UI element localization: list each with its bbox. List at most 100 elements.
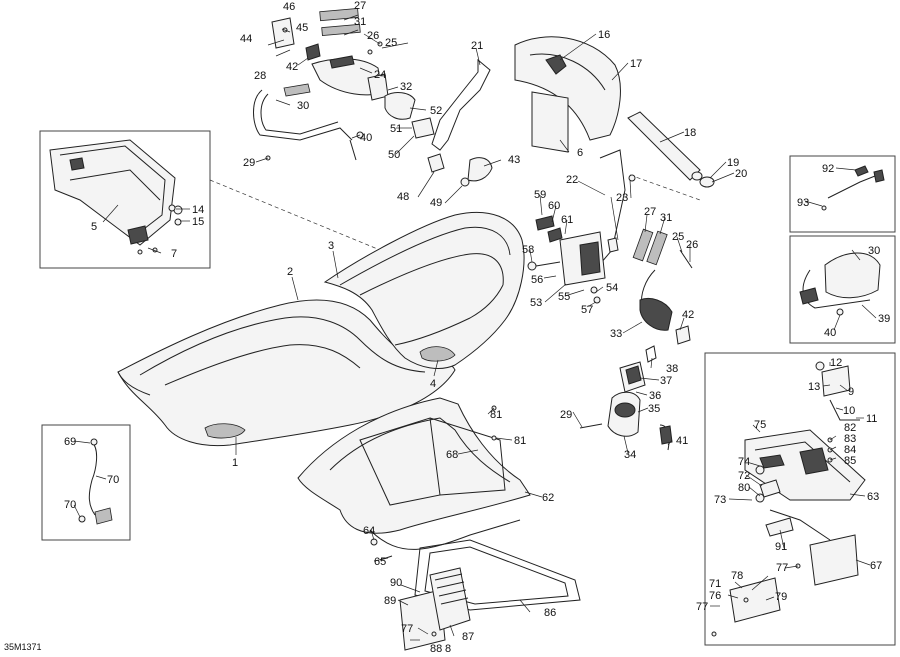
callout-77-a: 77 — [776, 562, 788, 574]
callout-90: 90 — [390, 577, 402, 589]
callout-65: 65 — [374, 556, 386, 568]
cup-holder — [579, 345, 673, 451]
callout-52: 52 — [430, 105, 442, 117]
callout-42: 42 — [682, 309, 694, 321]
callout-43: 43 — [508, 154, 520, 166]
backrest — [514, 36, 715, 188]
callout-38: 38 — [666, 363, 678, 375]
callout-76: 76 — [709, 590, 721, 602]
inset-wire-harness-box — [41, 424, 131, 541]
callout-46: 46 — [283, 1, 295, 13]
callout-36: 36 — [649, 390, 661, 402]
callout-19: 19 — [727, 157, 739, 169]
callout-25-right: 25 — [672, 231, 684, 243]
callout-29: 29 — [243, 157, 255, 169]
callout-2: 2 — [287, 266, 293, 278]
callout-3: 3 — [328, 240, 334, 252]
callout-70-b: 70 — [64, 499, 76, 511]
callout-85: 85 — [844, 455, 856, 467]
callout-58: 58 — [522, 244, 534, 256]
grab-handle-rail — [253, 83, 357, 161]
backrest-bracket — [431, 58, 493, 187]
inset-frames — [39, 130, 896, 646]
callout-labels: 1 2 3 4 5 6 7 8 9 10 11 12 13 14 15 16 1… — [64, 0, 890, 655]
callout-26: 26 — [367, 30, 379, 42]
callout-62: 62 — [542, 492, 554, 504]
callout-31-right: 31 — [660, 212, 672, 224]
callout-55: 55 — [558, 291, 570, 303]
callout-51: 51 — [390, 123, 402, 135]
callout-81-a: 81 — [490, 409, 502, 421]
callout-54: 54 — [606, 282, 618, 294]
callout-35: 35 — [648, 403, 660, 415]
callout-5: 5 — [91, 221, 97, 233]
callout-86: 86 — [544, 607, 556, 619]
callout-84: 84 — [844, 444, 856, 456]
diagram-ref-code: 35M1371 — [4, 642, 42, 652]
callout-33: 33 — [610, 328, 622, 340]
callout-89: 89 — [384, 595, 396, 607]
handle-grip-top — [271, 8, 389, 101]
callout-71: 71 — [709, 578, 721, 590]
callout-16: 16 — [598, 29, 610, 41]
callout-81-b: 81 — [514, 435, 526, 447]
bracket-assembly — [729, 361, 866, 623]
callout-72: 72 — [738, 470, 750, 482]
callout-69: 69 — [64, 436, 76, 448]
callout-80: 80 — [738, 482, 750, 494]
callout-56: 56 — [531, 274, 543, 286]
callout-68: 68 — [446, 449, 458, 461]
callout-64: 64 — [363, 525, 375, 537]
callout-44: 44 — [240, 33, 252, 45]
inset-bracket-box — [704, 352, 896, 646]
grip-pair-right — [632, 228, 693, 269]
callout-53: 53 — [530, 297, 542, 309]
callout-83: 83 — [844, 433, 856, 445]
callout-8: 8 — [445, 643, 451, 655]
callout-88: 88 — [430, 643, 442, 655]
seat-frame-part — [49, 139, 183, 255]
callout-37: 37 — [660, 375, 672, 387]
callout-31: 31 — [354, 16, 366, 28]
callout-32: 32 — [400, 81, 412, 93]
callout-42-top: 42 — [286, 61, 298, 73]
control-module — [527, 149, 626, 304]
callout-7: 7 — [171, 248, 177, 260]
callout-50: 50 — [388, 149, 400, 161]
callout-24: 24 — [374, 69, 386, 81]
grab-handle-inset — [799, 252, 881, 316]
callout-87: 87 — [462, 631, 474, 643]
callout-57: 57 — [581, 304, 593, 316]
callout-34: 34 — [624, 449, 636, 461]
sensor-wire — [821, 165, 885, 211]
callout-75: 75 — [754, 419, 766, 431]
inset-seat-frame-box — [39, 130, 211, 269]
callout-77-b: 77 — [696, 601, 708, 613]
callout-30-inset: 30 — [868, 245, 880, 257]
callout-93: 93 — [797, 197, 809, 209]
callout-20: 20 — [735, 168, 747, 180]
callout-73: 73 — [714, 494, 726, 506]
battery-box — [399, 567, 471, 651]
callout-59: 59 — [534, 189, 546, 201]
callout-11: 11 — [866, 413, 877, 425]
dashed-leaders — [209, 174, 701, 251]
callout-27-right: 27 — [644, 206, 656, 218]
callout-29-right: 29 — [560, 409, 572, 421]
callout-13: 13 — [808, 381, 820, 393]
callout-10: 10 — [843, 405, 855, 417]
callout-27: 27 — [354, 0, 366, 12]
callout-30: 30 — [297, 100, 309, 112]
callout-49: 49 — [430, 197, 442, 209]
inset-sensor-box — [789, 155, 896, 233]
callout-6: 6 — [577, 147, 583, 159]
callout-21: 21 — [471, 40, 483, 52]
callout-25: 25 — [385, 37, 397, 49]
callout-39: 39 — [878, 313, 890, 325]
passenger-seat — [323, 211, 525, 369]
callout-1: 1 — [232, 457, 238, 469]
callout-28: 28 — [254, 70, 266, 82]
callout-4: 4 — [430, 378, 436, 390]
callout-45: 45 — [296, 22, 308, 34]
